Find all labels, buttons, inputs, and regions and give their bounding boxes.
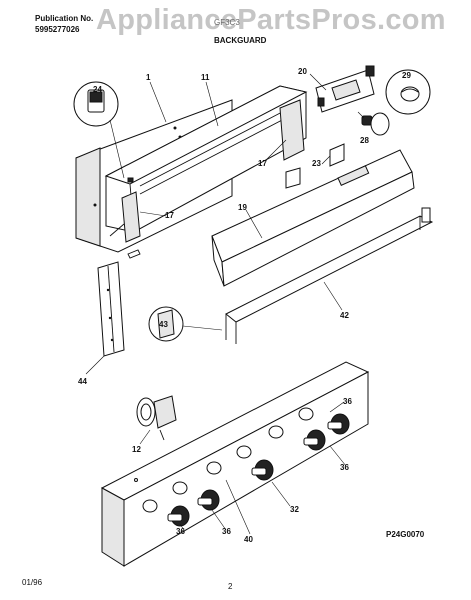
callout-32: 32	[290, 505, 299, 514]
valve-switch-part	[136, 395, 177, 441]
callout-24: 24	[93, 85, 102, 94]
manifold-panel-part	[100, 361, 370, 567]
callout-42: 42	[340, 311, 349, 320]
footer-date: 01/96	[22, 578, 43, 587]
callout-36-mid: 36	[222, 527, 231, 536]
publication-label: Publication No.	[35, 14, 94, 23]
backguard-frame-part	[104, 85, 308, 259]
callout-36-top: 36	[343, 397, 352, 406]
clock-knob-inset	[385, 69, 431, 115]
watermark: AppliancePartsPros.com	[96, 4, 446, 36]
callout-23: 23	[312, 159, 321, 168]
leader-lines	[85, 73, 347, 535]
reference-code: P24G0070	[386, 530, 425, 539]
side-bracket-part	[97, 261, 125, 357]
callout-36-right: 36	[340, 463, 349, 472]
callout-11: 11	[201, 73, 210, 82]
callout-1: 1	[146, 73, 151, 82]
callout-40: 40	[244, 535, 253, 544]
small-bracket-part	[285, 143, 345, 189]
knob-part	[357, 111, 390, 136]
callout-44: 44	[78, 377, 87, 386]
callout-20: 20	[298, 67, 307, 76]
callout-28: 28	[360, 136, 369, 145]
callout-19: 19	[238, 203, 247, 212]
trim-rail-part	[225, 207, 434, 344]
callout-36-left: 36	[176, 527, 185, 536]
page-number: 2	[228, 582, 233, 591]
callout-43: 43	[159, 320, 168, 329]
publication-number: 5995277026	[35, 25, 80, 34]
burner-knob-part	[167, 505, 190, 527]
control-panel-part	[211, 149, 415, 287]
burner-knob-part	[327, 413, 350, 435]
burner-knob-part	[303, 429, 326, 451]
callout-17-lower: 17	[165, 211, 174, 220]
callout-17-upper: 17	[258, 159, 267, 168]
clip-inset	[148, 306, 223, 342]
switch-inset	[73, 81, 125, 179]
callout-12: 12	[132, 445, 141, 454]
burner-knob-part	[251, 459, 274, 481]
clock-timer-part	[315, 65, 375, 113]
model-number: GF3C3	[214, 18, 240, 27]
burner-knob-part	[197, 489, 220, 511]
section-title: BACKGUARD	[214, 36, 267, 45]
callout-29: 29	[402, 71, 411, 80]
